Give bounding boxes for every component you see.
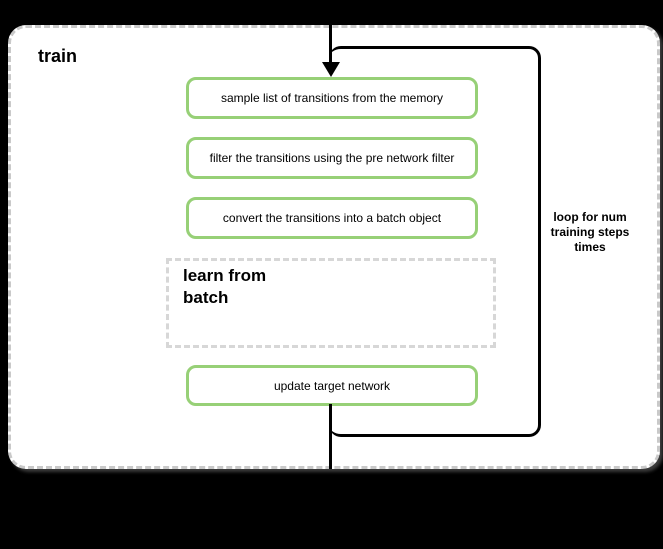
step-sample-transitions: sample list of transitions from the memo… [186, 77, 478, 119]
learn-from-batch-box [166, 258, 496, 348]
incoming-flow-line [329, 0, 332, 64]
loop-annotation-line-3: times [574, 240, 606, 254]
outgoing-flow-line [329, 404, 332, 469]
learn-from-batch-label: learn from batch [183, 266, 267, 307]
loop-annotation: loop for num training steps times [538, 210, 642, 255]
loop-annotation-line-1: loop for num [553, 210, 627, 224]
loop-annotation-line-2: training steps [550, 225, 630, 239]
step-filter-transitions: filter the transitions using the pre net… [186, 137, 478, 179]
train-container-title: train [38, 46, 78, 66]
step-convert-to-batch: convert the transitions into a batch obj… [186, 197, 478, 239]
step-update-target-network: update target network [186, 365, 478, 406]
arrow-down-icon [322, 62, 340, 77]
loop-boundary-rect [329, 46, 541, 437]
